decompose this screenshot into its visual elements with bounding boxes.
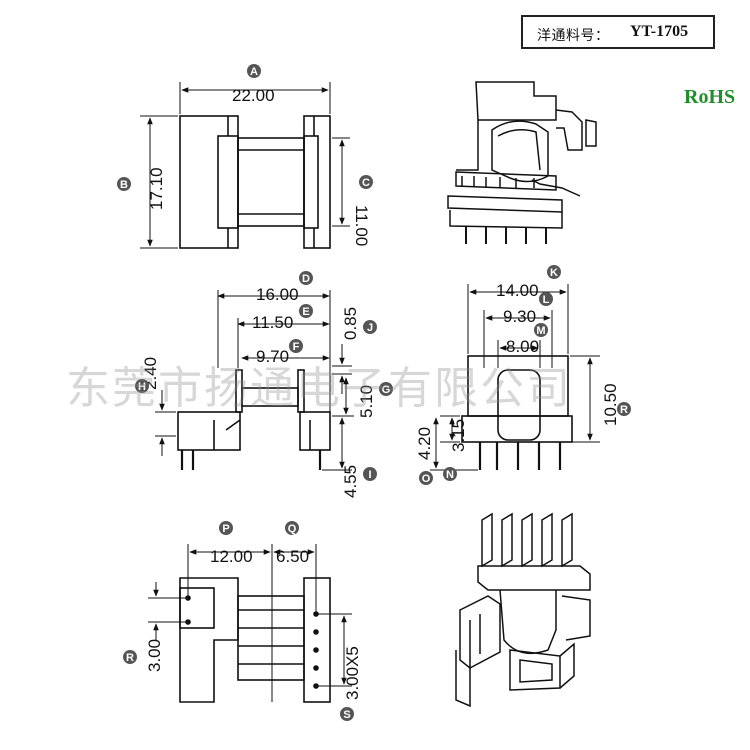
rohs-mark: RoHS <box>684 86 736 108</box>
dim-k-value: 14.00 <box>496 281 539 300</box>
front-view-left-base <box>177 411 241 451</box>
part-number-box: 洋通料号： YT-1705 <box>521 15 715 49</box>
top-view-left-slot <box>217 135 239 229</box>
ref-badge-r-bottom: R <box>123 650 137 664</box>
ref-o: O <box>422 473 431 485</box>
ref-f: F <box>293 341 300 353</box>
front-view-dims <box>155 290 354 471</box>
dim-d-value: 16.00 <box>256 285 299 304</box>
dim-i-value: 4.55 <box>341 465 360 498</box>
ref-badge-r-side: R <box>617 402 631 416</box>
ref-badge-i: I <box>363 467 377 481</box>
ref-i: I <box>368 469 371 481</box>
ref-g: G <box>382 384 391 396</box>
ref-badge-p: P <box>219 521 233 535</box>
ref-r-bottom: R <box>126 652 134 664</box>
bottom-view <box>179 577 331 703</box>
isometric-view-bottom <box>455 512 591 708</box>
ref-badge-s: S <box>340 707 354 721</box>
top-view-dims <box>140 82 350 249</box>
ref-r-side: R <box>620 404 628 416</box>
side-view-bobbin-window <box>497 369 541 441</box>
dim-p-value: 12.00 <box>210 547 253 566</box>
side-view-upper-flange <box>467 355 569 417</box>
ref-e: E <box>302 306 309 318</box>
top-view-core <box>237 137 305 227</box>
ref-q: Q <box>288 523 297 535</box>
top-view <box>179 115 331 249</box>
ref-badge-c: C <box>359 175 373 189</box>
ref-badges: A B C D E F J G H I K L M R O N P Q R S <box>117 64 631 721</box>
ref-badge-m: M <box>534 323 548 337</box>
ref-c: C <box>362 177 370 189</box>
ref-b: B <box>120 179 128 191</box>
ref-badge-j: J <box>363 320 377 334</box>
dim-b-value: 17.10 <box>147 167 166 210</box>
ref-m: M <box>536 325 545 337</box>
iso-bottom-coil <box>499 589 557 655</box>
ref-badge-q: Q <box>285 521 299 535</box>
dim-j-value: 0.85 <box>341 307 360 340</box>
ref-badge-d: D <box>299 271 313 285</box>
ref-badge-k: K <box>547 265 561 279</box>
bottom-view-left-base <box>179 577 239 703</box>
bottom-view-dims <box>148 544 352 702</box>
ref-p: P <box>222 523 229 535</box>
ref-badge-f: F <box>289 339 303 353</box>
part-number-label: 洋通料号： <box>537 28 610 44</box>
ref-badge-n: N <box>443 467 457 481</box>
ref-l: L <box>543 294 550 306</box>
dim-m-value: 8.00 <box>506 337 539 356</box>
ref-n: N <box>446 469 454 481</box>
ref-d: D <box>302 273 310 285</box>
ref-badge-b: B <box>117 177 131 191</box>
isometric-view-top <box>447 81 597 244</box>
dim-q-value: 6.50 <box>276 547 309 566</box>
dim-n-value: 3.15 <box>449 419 468 452</box>
dim-f-value: 9.70 <box>256 347 289 366</box>
ref-k: K <box>550 267 558 279</box>
ref-s: S <box>343 709 350 721</box>
dim-e-value: 11.50 <box>252 313 293 332</box>
dim-o-value: 4.20 <box>415 427 434 460</box>
ref-a: A <box>250 66 258 78</box>
front-view <box>177 369 331 470</box>
ref-badge-g: G <box>379 382 393 396</box>
dim-a-value: 22.00 <box>232 86 275 105</box>
part-number-value: YT-1705 <box>630 23 689 40</box>
ref-j: J <box>367 322 373 334</box>
dim-l-value: 9.30 <box>503 307 536 326</box>
front-view-core <box>241 387 299 407</box>
side-view-base <box>461 415 573 443</box>
dim-c-value: 11.00 <box>352 205 371 246</box>
bottom-view-core <box>237 595 305 681</box>
ref-badge-l: L <box>539 292 553 306</box>
ref-badge-a: A <box>247 64 261 78</box>
dim-s-value: 3.00X5 <box>343 646 362 700</box>
bottom-view-right-base <box>303 577 331 703</box>
dim-r-side-value: 10.50 <box>601 383 620 426</box>
front-view-right-base <box>299 411 331 451</box>
ref-badge-e: E <box>299 304 313 318</box>
dim-g-value: 5.10 <box>357 385 376 418</box>
dim-r-bottom-value: 3.00 <box>145 639 164 672</box>
ref-h: H <box>138 381 146 393</box>
ref-badge-o: O <box>419 471 433 485</box>
ref-badge-h: H <box>135 379 149 393</box>
side-view <box>461 355 573 470</box>
